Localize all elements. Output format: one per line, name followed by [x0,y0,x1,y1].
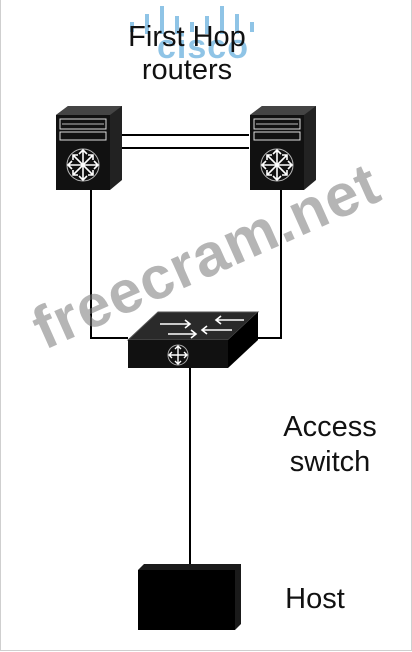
first-hop-label-line2: routers [141,54,233,86]
links [90,134,282,566]
left-router-to-switch-link [90,190,128,339]
router-right[interactable] [250,106,316,190]
access-switch-label-line2: switch [289,446,371,478]
router-left[interactable] [56,106,122,190]
router-left-symbol [66,148,100,182]
cisco-logo: cisco [157,28,249,66]
first-hop-label-line1: First Hop [128,21,246,53]
host[interactable] [138,564,241,630]
access-switch-label-line1: Access [283,411,377,443]
router-right-symbol [260,148,294,182]
access-switch-arrows [160,315,244,339]
right-router-to-switch-link [256,190,282,339]
cisco-logo-bars [130,6,254,34]
host-label: Host [285,583,345,615]
access-switch[interactable] [126,311,260,368]
access-switch-symbol [167,344,189,366]
